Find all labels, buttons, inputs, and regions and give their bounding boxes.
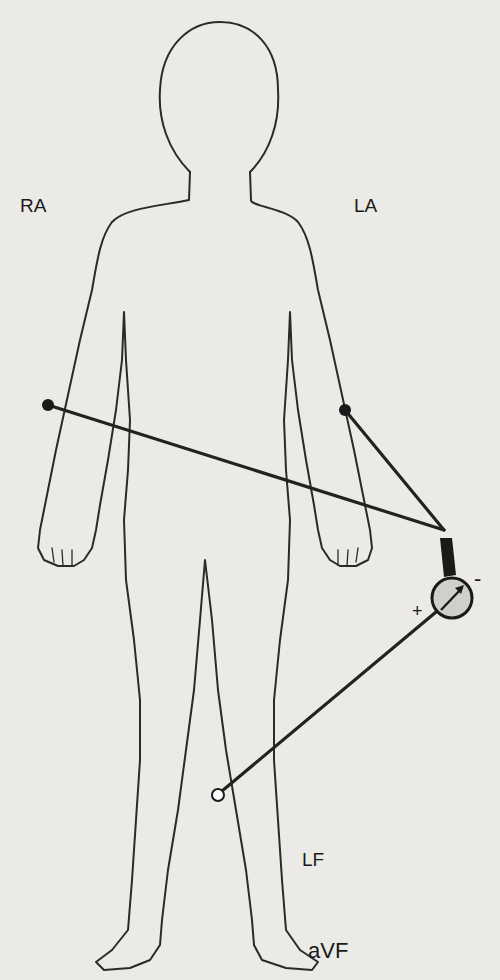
electrode-label: LF <box>302 850 324 869</box>
electrode <box>212 789 224 801</box>
electrode-label: LA <box>354 196 377 215</box>
galvanometer <box>432 538 472 618</box>
finger-lines <box>52 548 358 566</box>
head-outline <box>160 22 279 172</box>
electrode <box>339 404 351 416</box>
lead-wire <box>222 612 436 791</box>
body-outline <box>38 172 372 970</box>
lead-wire <box>345 410 444 530</box>
lead-wire <box>48 405 444 530</box>
electrode-label: RA <box>20 196 46 215</box>
lead-name: aVF <box>308 940 348 962</box>
electrode <box>42 399 54 411</box>
polarity-sign: - <box>474 568 481 590</box>
polarity-sign: + <box>412 602 423 620</box>
